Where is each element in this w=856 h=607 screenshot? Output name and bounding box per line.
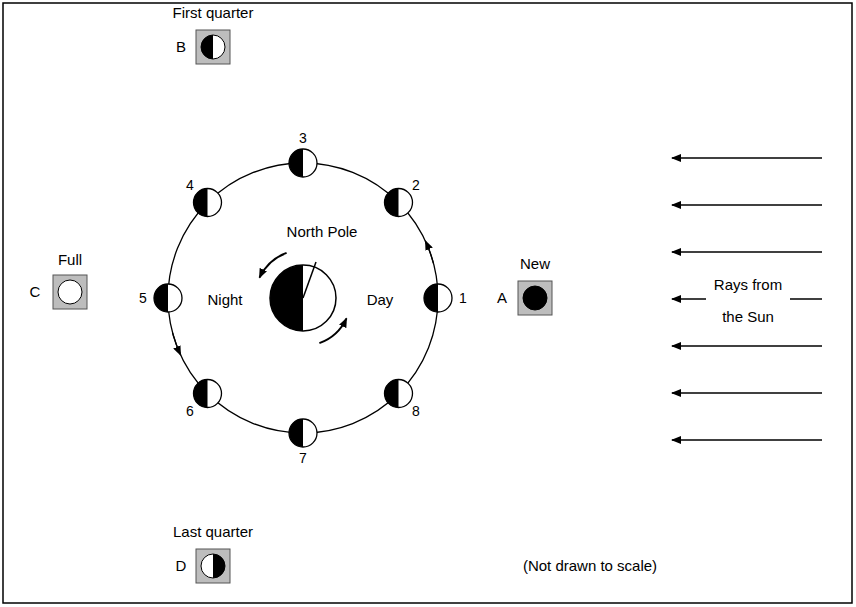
sun-rays: [672, 158, 822, 440]
rotation-arrow: [260, 253, 287, 278]
orbit-arrow: [173, 333, 181, 355]
moon-symbol: [385, 189, 413, 217]
phase-letter: D: [176, 557, 187, 574]
phase-name: First quarter: [173, 4, 254, 21]
moon-symbol: [289, 149, 317, 177]
side-label: Day: [367, 291, 394, 308]
callout-number: 8: [412, 403, 420, 419]
callout-number: 5: [139, 290, 147, 306]
phase-name: Full: [58, 251, 82, 268]
callout-number: 6: [186, 403, 194, 419]
moon-symbol: [424, 284, 452, 312]
callout-number: 3: [299, 130, 307, 146]
side-label: Night: [207, 291, 242, 308]
phase-box-first-quarter: [196, 30, 230, 64]
phase-letter: C: [30, 283, 41, 300]
orbit-arrow: [425, 241, 433, 263]
phase-name: Last quarter: [173, 523, 253, 540]
phase-box-full: [53, 275, 87, 309]
note-label: (Not drawn to scale): [523, 557, 657, 574]
phase-letter: A: [497, 289, 507, 306]
phase-box-last-quarter: [196, 549, 230, 583]
moon-symbol: [154, 284, 182, 312]
moon-symbol: [194, 189, 222, 217]
phase-box-new: [518, 281, 552, 315]
callout-number: 7: [299, 450, 307, 466]
callout-number: 2: [412, 177, 420, 193]
callout-number: 4: [186, 177, 194, 193]
rotation-arrow: [319, 318, 346, 343]
frame: [3, 3, 852, 603]
moon-symbol: [289, 419, 317, 447]
phase-name: New: [520, 255, 550, 272]
moon-symbol: [194, 380, 222, 408]
earth-symbol: [270, 262, 336, 331]
rays-label: Rays from the Sun: [706, 269, 790, 333]
callout-number: 1: [459, 290, 467, 306]
pole-label: North Pole: [287, 223, 358, 240]
phase-letter: B: [176, 38, 186, 55]
moon-orbit: [168, 163, 438, 433]
moon-symbol: [385, 380, 413, 408]
